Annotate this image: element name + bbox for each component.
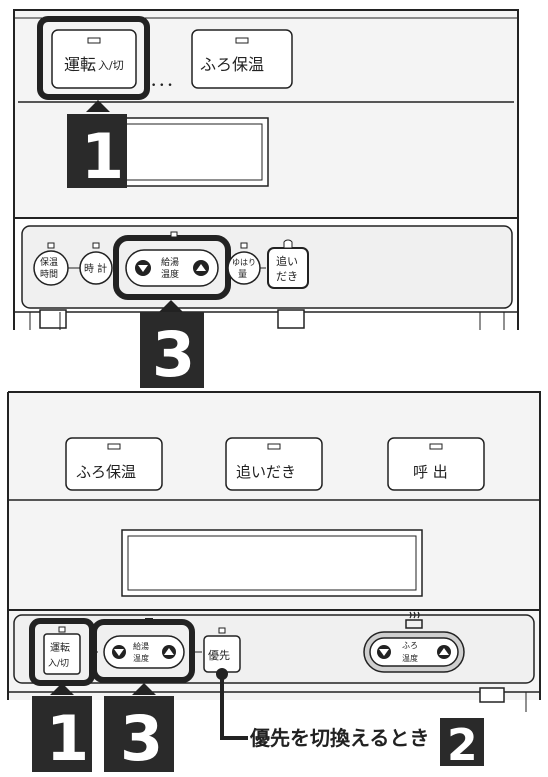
run-button-bottom[interactable]: 運転 入/切 — [43, 626, 81, 675]
svg-text:• • •: • • • — [151, 81, 173, 91]
svg-text:ふろ: ふろ — [402, 641, 418, 650]
tokei-button[interactable]: 時 計 — [79, 242, 113, 285]
oidaki-button-bottom[interactable]: 追いだき — [225, 437, 323, 491]
step2-badge — [440, 718, 484, 766]
furo-ondo-button[interactable]: ふろ 温度 — [363, 631, 465, 673]
oidaki-button-top[interactable]: 追い だき — [267, 239, 309, 289]
step3-highlight-bottom — [91, 619, 195, 683]
hoon-jikan-button[interactable]: 保温 時間 — [33, 242, 69, 286]
run-button-top-main: 運転 — [64, 55, 96, 74]
yobidashi-button[interactable]: 呼 出 — [387, 437, 485, 491]
svg-text:追い: 追い — [276, 254, 298, 268]
svg-text:給湯: 給湯 — [161, 256, 179, 268]
step1-badge-top — [67, 114, 127, 188]
svg-text:温度: 温度 — [161, 268, 179, 280]
callout-text: 優先を切換えるとき — [249, 726, 429, 750]
step3-num-top: 3 — [152, 318, 195, 391]
run-button-top[interactable] — [51, 29, 137, 89]
step3-num-bottom: 3 — [120, 702, 163, 775]
svg-text:追いだき: 追いだき — [236, 463, 296, 481]
furo-hoon-label-top: ふろ保温 — [200, 55, 264, 74]
top-remote: 運転 入/切 • • • ふろ保温 保温 時間 時 計 給湯 温度 — [13, 9, 519, 330]
svg-text:時 計: 時 計 — [84, 262, 107, 275]
svg-text:温度: 温度 — [402, 653, 418, 663]
step3-badge-top — [140, 312, 204, 388]
yusen-button[interactable]: 優先 — [203, 627, 241, 673]
step3-badge-bottom — [104, 696, 174, 772]
svg-text:量: 量 — [238, 269, 247, 280]
step1-num-top: 1 — [81, 120, 124, 193]
step1-highlight-top — [37, 16, 150, 100]
step2-num: 2 — [447, 720, 478, 771]
bath-steam-icon — [405, 611, 423, 629]
svg-text:運転: 運転 — [50, 642, 70, 654]
yuhari-ryo-button[interactable]: ゆはり 量 — [227, 242, 261, 285]
svg-text:だき: だき — [276, 270, 298, 283]
top-display — [117, 117, 269, 187]
svg-text:優先: 優先 — [208, 649, 230, 662]
svg-text:呼 出: 呼 出 — [413, 463, 448, 481]
bottom-display — [121, 529, 423, 597]
svg-text:温度: 温度 — [133, 653, 149, 663]
furo-hoon-button-top[interactable] — [191, 29, 293, 89]
kyuto-ondo-button-bottom[interactable]: 給湯 温度 — [103, 635, 185, 669]
run-button-top-sub: 入/切 — [98, 59, 124, 72]
furo-hoon-button-bottom[interactable]: ふろ保温 — [65, 437, 163, 491]
svg-text:入/切: 入/切 — [48, 658, 69, 669]
svg-text:時間: 時間 — [40, 269, 58, 280]
yusen-callout: 優先を切換えるとき 2 — [216, 668, 484, 771]
svg-text:ふろ保温: ふろ保温 — [76, 463, 136, 481]
step1-num-bottom: 1 — [46, 702, 89, 775]
svg-text:ゆはり: ゆはり — [232, 258, 256, 267]
bottom-remote: ふろ保温 追いだき 呼 出 運転 入/切 給湯 温度 — [7, 391, 541, 712]
svg-text:給湯: 給湯 — [133, 641, 149, 651]
kyuto-ondo-button-top[interactable]: 給湯 温度 — [125, 249, 219, 287]
svg-text:保温: 保温 — [40, 256, 58, 268]
step1-badge-bottom — [32, 696, 92, 772]
